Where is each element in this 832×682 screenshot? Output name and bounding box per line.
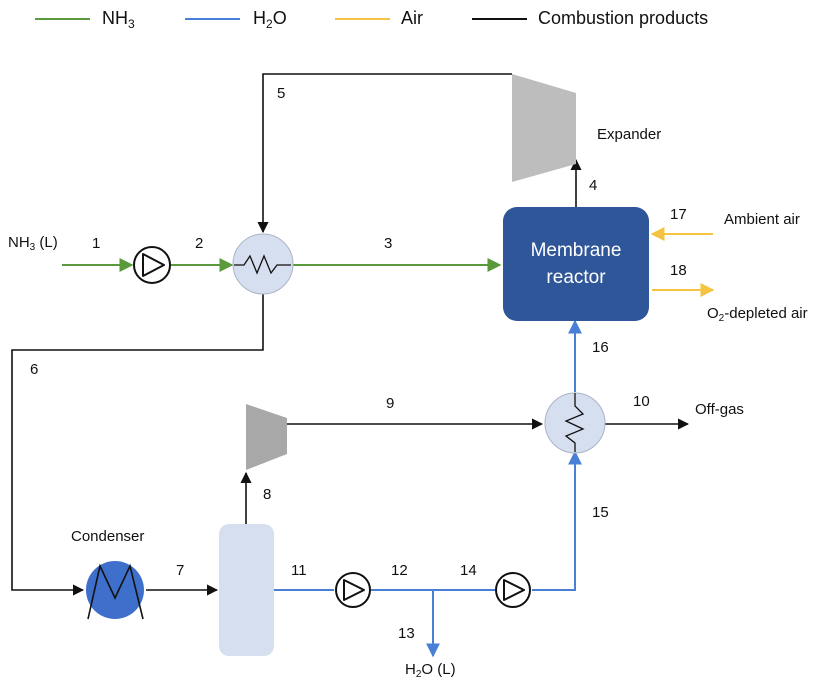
pump-1	[133, 246, 171, 284]
reactor-label-line1: Membrane	[530, 240, 622, 261]
legend-label-h2o: H2O	[253, 8, 287, 31]
stream-number-8: 8	[263, 486, 272, 503]
stream-number-15: 15	[592, 504, 609, 521]
stream-number-17: 17	[670, 206, 687, 223]
legend-label-nh3: NH3	[102, 8, 135, 31]
legend-label-combustion: Combustion products	[538, 8, 709, 28]
condenser-label: Condenser	[71, 528, 145, 545]
water-outlet-label: H2O (L)	[405, 661, 456, 680]
heat-exchanger-1-coil	[234, 254, 291, 275]
stream-number-1: 1	[92, 235, 101, 252]
heat-exchanger-2-coil	[564, 393, 585, 452]
pump-2	[335, 572, 371, 608]
stream-number-3: 3	[384, 235, 393, 252]
stream-15-line	[532, 450, 582, 591]
expander-label: Expander	[597, 126, 662, 143]
condenser-coil	[87, 563, 144, 620]
small-turbine	[246, 404, 287, 470]
separator-vessel	[219, 524, 274, 656]
stream-number-16: 16	[592, 339, 609, 356]
legend-label-air: Air	[401, 8, 423, 28]
stream-number-5: 5	[277, 85, 286, 102]
heat-exchanger-1	[232, 233, 294, 295]
o2-depleted-air-label: O2-depleted air	[707, 305, 808, 324]
stream-number-4: 4	[589, 177, 598, 194]
condenser	[86, 561, 144, 619]
ambient-air-label: Ambient air	[724, 211, 800, 228]
stream-6-line	[11, 294, 264, 596]
reactor-label-line2: reactor	[546, 267, 606, 288]
off-gas-label: Off-gas	[695, 401, 744, 418]
stream-number-7: 7	[176, 562, 185, 579]
stream-number-14: 14	[460, 562, 477, 579]
stream-number-2: 2	[195, 235, 204, 252]
stream-number-9: 9	[386, 395, 395, 412]
pump-3	[495, 572, 531, 608]
stream-number-12: 12	[391, 562, 408, 579]
membrane-reactor	[503, 207, 649, 321]
expander-turbine	[512, 74, 576, 182]
nh3-inlet-label: NH3 (L)	[8, 234, 58, 253]
stream-number-10: 10	[633, 393, 650, 410]
stream-5-line	[257, 73, 512, 234]
reactor-label: Membrane reactor	[503, 237, 649, 291]
stream-number-11: 11	[291, 562, 307, 579]
stream-number-18: 18	[670, 262, 687, 279]
stream-number-13: 13	[398, 625, 415, 642]
stream-number-6: 6	[30, 361, 39, 378]
